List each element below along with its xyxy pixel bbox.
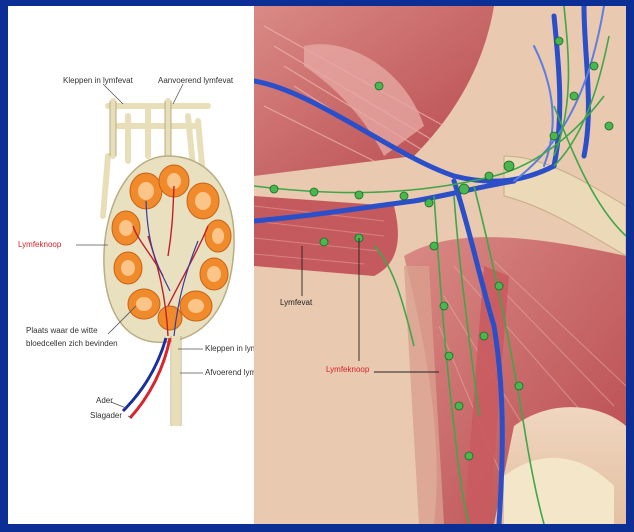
label-node-right: Lymfeknoop <box>326 365 369 374</box>
label-vein: Ader <box>96 396 113 405</box>
label-vessel-right: Lymfevat <box>280 298 312 307</box>
label-artery: Slagader <box>90 411 122 420</box>
figure-panel: Kleppen in lymfevat Aanvoerend lymfevat … <box>8 6 626 524</box>
label-white-cells-1: Plaats waar de witte <box>26 326 98 335</box>
label-valves-top: Kleppen in lymfevat <box>63 76 133 85</box>
shoulder-anatomy-drawing <box>254 6 626 524</box>
label-node-left: Lymfeknoop <box>18 240 61 249</box>
label-white-cells-2: bloedcellen zich bevinden <box>26 339 118 348</box>
node-body <box>104 156 234 342</box>
anatomy-illustration: Lymfevat Lymfeknoop <box>254 6 626 524</box>
lymph-node-schematic: Kleppen in lymfevat Aanvoerend lymfevat … <box>8 6 258 524</box>
label-afferent-top: Aanvoerend lymfevat <box>158 76 233 85</box>
